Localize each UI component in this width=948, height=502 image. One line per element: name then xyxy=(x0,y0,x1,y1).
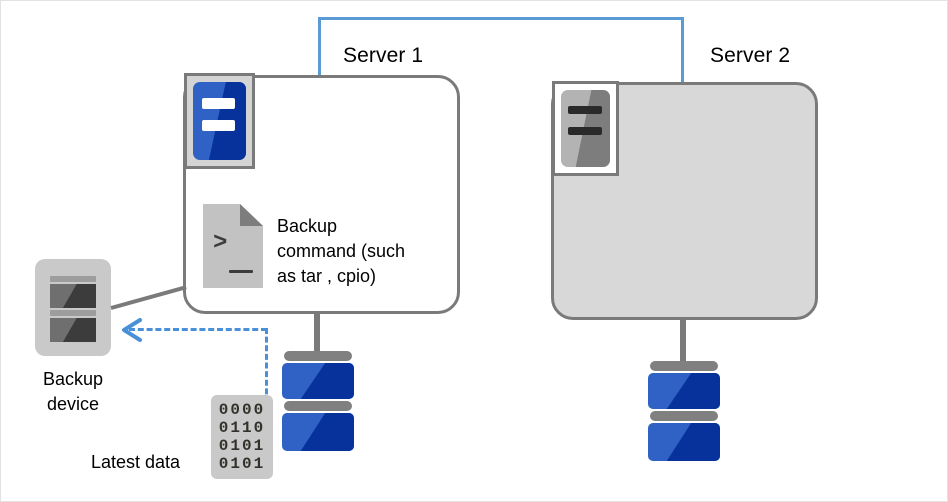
server2-box[interactable] xyxy=(551,82,818,320)
binary-row: 0101 xyxy=(218,437,266,455)
server-icon-bar-2 xyxy=(202,120,235,131)
script-file-icon: > xyxy=(203,204,263,288)
server2-icon-frame xyxy=(552,81,619,176)
bracket-left-vertical xyxy=(318,17,321,75)
disk-body-top xyxy=(648,373,720,409)
restore-arrow-horizontal xyxy=(129,328,267,331)
backup-command-text: Backup command (such as tar , cpio) xyxy=(277,216,406,286)
restore-arrow-vertical xyxy=(265,328,268,403)
binary-row: 0110 xyxy=(218,419,266,437)
backup-device-band-bottom xyxy=(50,310,96,316)
binary-row: 0000 xyxy=(218,401,266,419)
disk-band-bottom xyxy=(284,401,352,411)
script-file-body xyxy=(203,204,263,288)
backup-device-platter-top-shading xyxy=(62,284,96,308)
disk-band-top xyxy=(650,361,718,371)
bracket-top-horizontal xyxy=(318,17,684,20)
script-prompt-underline xyxy=(229,270,253,273)
server2-disk-connector xyxy=(680,319,686,365)
server1-disk-connector xyxy=(314,313,320,355)
disk-body-bottom xyxy=(282,413,354,451)
binary-row: 0101 xyxy=(218,455,266,473)
server2-disk-stack[interactable] xyxy=(648,361,720,471)
server-icon xyxy=(193,82,246,160)
backup-device-label: Backup device xyxy=(42,369,104,414)
latest-data-label: Latest data xyxy=(91,452,181,472)
restore-arrow-head xyxy=(122,318,142,342)
disk-band-top xyxy=(284,351,352,361)
bracket-right-vertical xyxy=(681,17,684,82)
server-icon-bar-1 xyxy=(202,98,235,109)
server-icon-inactive-bar-2 xyxy=(568,127,602,135)
disk-body-top xyxy=(282,363,354,399)
server1-disk-stack[interactable] xyxy=(282,351,354,461)
disk-body-top-shading xyxy=(666,373,720,409)
disk-body-top-shading xyxy=(300,363,354,399)
disk-band-bottom xyxy=(650,411,718,421)
backup-device-connector xyxy=(110,285,187,310)
server1-title: Server 1 xyxy=(343,44,424,67)
backup-device-platter-bottom xyxy=(50,318,96,342)
backup-device-icon[interactable] xyxy=(35,259,111,356)
server1-icon-frame xyxy=(184,73,255,169)
script-prompt-caret: > xyxy=(213,230,228,257)
server-icon-inactive xyxy=(561,90,610,167)
disk-body-bottom-shading xyxy=(300,413,354,451)
server2-title: Server 2 xyxy=(710,44,791,67)
latest-data-block: 0000 0110 0101 0101 xyxy=(211,395,273,479)
script-file-fold xyxy=(240,204,263,226)
disk-body-bottom-shading xyxy=(666,423,720,461)
disk-body-bottom xyxy=(648,423,720,461)
backup-device-platter-top xyxy=(50,284,96,308)
backup-device-platter-bottom-shading xyxy=(62,318,96,342)
server-icon-inactive-bar-1 xyxy=(568,106,602,114)
backup-device-band-top xyxy=(50,276,96,282)
